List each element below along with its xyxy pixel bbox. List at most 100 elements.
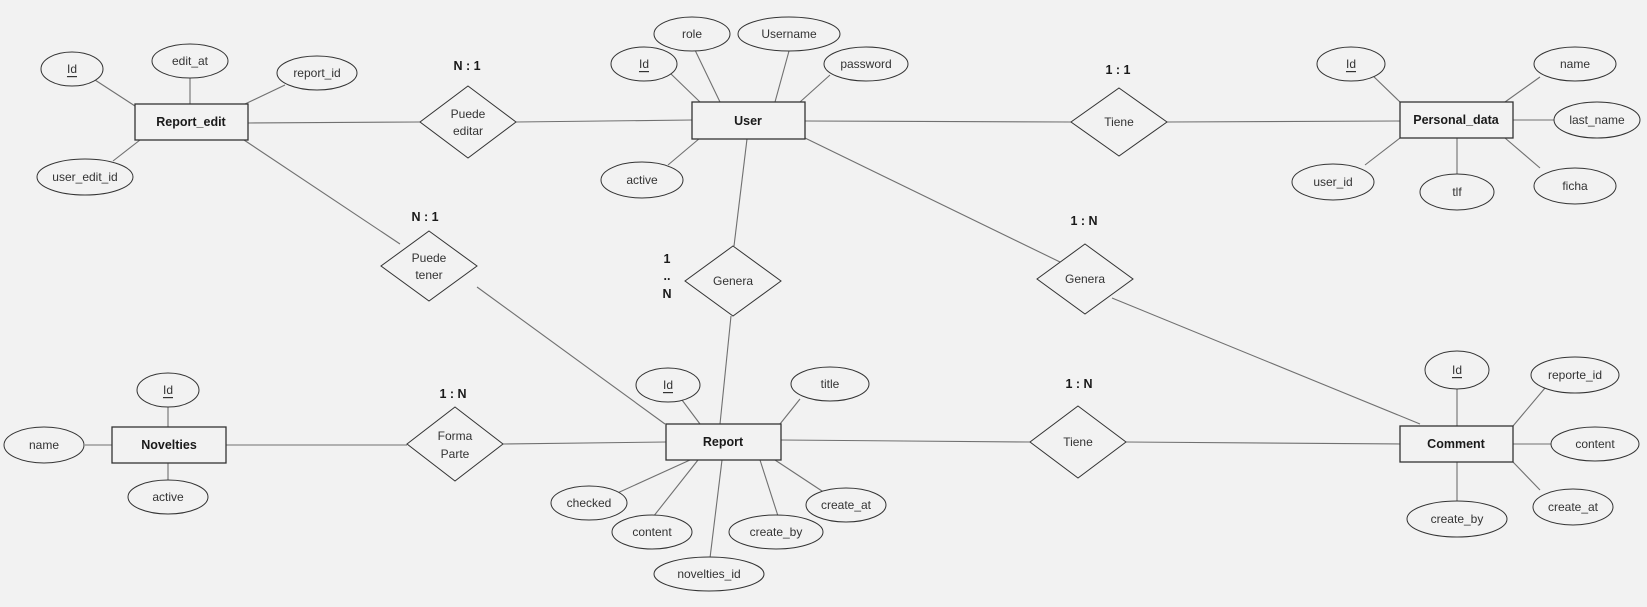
connector-line — [774, 459, 826, 494]
cardinality-label-puede-editar: N : 1 — [453, 59, 480, 73]
relationship-forma-parte[interactable]: Forma Parte — [406, 406, 504, 482]
connector-lines — [85, 47, 1555, 559]
connector-line — [681, 399, 701, 425]
attribute-report-edit-id[interactable]: Id — [40, 51, 104, 87]
attribute-novelties-name[interactable]: name — [3, 426, 85, 464]
attribute-label: create_by — [1431, 512, 1484, 526]
attribute-report-id[interactable]: Id — [635, 367, 701, 403]
relationship-label: editar — [453, 124, 483, 138]
attribute-user-role[interactable]: role — [653, 16, 731, 52]
connector-line — [719, 315, 732, 425]
attribute-label: title — [821, 377, 840, 391]
attribute-user-active[interactable]: active — [600, 161, 684, 199]
attribute-report-create-by[interactable]: create_by — [728, 514, 824, 550]
entity-comment[interactable]: Comment — [1399, 425, 1514, 463]
attribute-label: password — [840, 57, 891, 71]
attribute-label: create_by — [750, 525, 803, 539]
attribute-report-checked[interactable]: checked — [550, 485, 628, 521]
attribute-label: edit_at — [172, 54, 209, 68]
entity-report[interactable]: Report — [665, 423, 782, 461]
attribute-report-content[interactable]: content — [611, 514, 693, 550]
attribute-comment-reporte-id[interactable]: reporte_id — [1530, 356, 1620, 394]
attribute-label: novelties_id — [677, 567, 740, 581]
entity-report-edit[interactable]: Report_edit — [134, 103, 249, 141]
attribute-report-edit-edit-at[interactable]: edit_at — [151, 43, 229, 79]
relationship-tiene-personal[interactable]: Tiene — [1070, 87, 1168, 157]
attribute-label: tlf — [1452, 185, 1462, 199]
connector-line — [1111, 297, 1421, 425]
attribute-comment-id[interactable]: Id — [1424, 350, 1490, 390]
cardinality-label-forma-parte: 1 : N — [439, 387, 466, 401]
attribute-personal-name[interactable]: name — [1533, 46, 1617, 82]
relationship-genera-report[interactable]: Genera — [684, 245, 782, 317]
relationship-label: Forma — [438, 429, 473, 443]
connector-line — [1369, 72, 1401, 103]
attribute-novelties-id[interactable]: Id — [136, 372, 200, 408]
attribute-personal-ficha[interactable]: ficha — [1533, 167, 1617, 205]
connector-line — [780, 439, 1031, 443]
attribute-label: active — [626, 173, 658, 187]
connector-line — [667, 137, 701, 166]
connector-line — [652, 459, 699, 518]
attribute-report-create-at[interactable]: create_at — [805, 487, 887, 523]
entity-label: User — [734, 114, 762, 128]
relationship-label: Genera — [713, 274, 753, 288]
attribute-comment-create-at[interactable]: create_at — [1532, 488, 1614, 526]
relationship-puede-tener[interactable]: Puede tener — [380, 230, 478, 302]
relationship-genera-comment[interactable]: Genera — [1036, 243, 1134, 315]
attribute-label: last_name — [1569, 113, 1625, 127]
attribute-label: Id — [67, 62, 77, 76]
attribute-label: checked — [567, 496, 612, 510]
connector-line — [733, 138, 748, 247]
connector-line — [515, 119, 693, 123]
attribute-label: report_id — [293, 66, 340, 80]
entity-label: Novelties — [141, 438, 197, 452]
cardinality-label-genera-report: 1 — [664, 252, 671, 266]
attribute-report-edit-report-id[interactable]: report_id — [276, 55, 358, 91]
attribute-personal-tlf[interactable]: tlf — [1419, 173, 1495, 211]
attribute-label: role — [682, 27, 702, 41]
attribute-label: content — [1575, 437, 1615, 451]
attribute-user-id[interactable]: Id — [610, 46, 678, 82]
attribute-personal-last-name[interactable]: last_name — [1553, 101, 1641, 139]
connector-line — [94, 79, 136, 107]
attribute-report-title[interactable]: title — [790, 366, 870, 402]
attribute-report-edit-user-edit-id[interactable]: user_edit_id — [36, 158, 134, 196]
attribute-personal-id[interactable]: Id — [1316, 46, 1386, 82]
relationship-tiene-comment[interactable]: Tiene — [1029, 405, 1127, 479]
relationship-label: tener — [415, 268, 442, 282]
relationship-label: Tiene — [1063, 435, 1093, 449]
relationship-puede-editar[interactable]: Puede editar — [419, 85, 517, 159]
attribute-label: ficha — [1562, 179, 1588, 193]
entity-label: Comment — [1427, 437, 1485, 451]
entity-novelties[interactable]: Novelties — [111, 426, 227, 464]
attribute-label: reporte_id — [1548, 368, 1602, 382]
attribute-comment-create-by[interactable]: create_by — [1406, 500, 1508, 538]
relationship-label: Parte — [441, 447, 470, 461]
connector-line — [1504, 137, 1541, 169]
attribute-user-password[interactable]: password — [823, 46, 909, 82]
attribute-label: Id — [663, 378, 673, 392]
connector-line — [759, 459, 779, 517]
cardinality-label-puede-tener: N : 1 — [411, 210, 438, 224]
attribute-user-username[interactable]: Username — [737, 16, 841, 52]
attribute-report-novelties-id[interactable]: novelties_id — [653, 556, 765, 592]
relationship-label: Puede — [451, 107, 486, 121]
attribute-label: name — [1560, 57, 1590, 71]
relationship-label: Genera — [1065, 272, 1105, 286]
connector-line — [243, 139, 401, 245]
cardinality-label-genera-report: N — [662, 287, 671, 301]
connector-line — [774, 50, 790, 103]
attribute-label: active — [152, 490, 184, 504]
connector-line — [476, 286, 666, 425]
attribute-personal-user-id[interactable]: user_id — [1291, 163, 1375, 201]
connector-line — [799, 74, 831, 103]
entity-personal-data[interactable]: Personal_data — [1399, 101, 1514, 139]
attribute-label: Id — [1346, 57, 1356, 71]
connector-line — [1512, 387, 1546, 427]
entity-user[interactable]: User — [691, 101, 806, 140]
attribute-comment-content[interactable]: content — [1550, 426, 1640, 462]
cardinality-label-genera-comment: 1 : N — [1070, 214, 1097, 228]
attribute-novelties-active[interactable]: active — [127, 479, 209, 515]
